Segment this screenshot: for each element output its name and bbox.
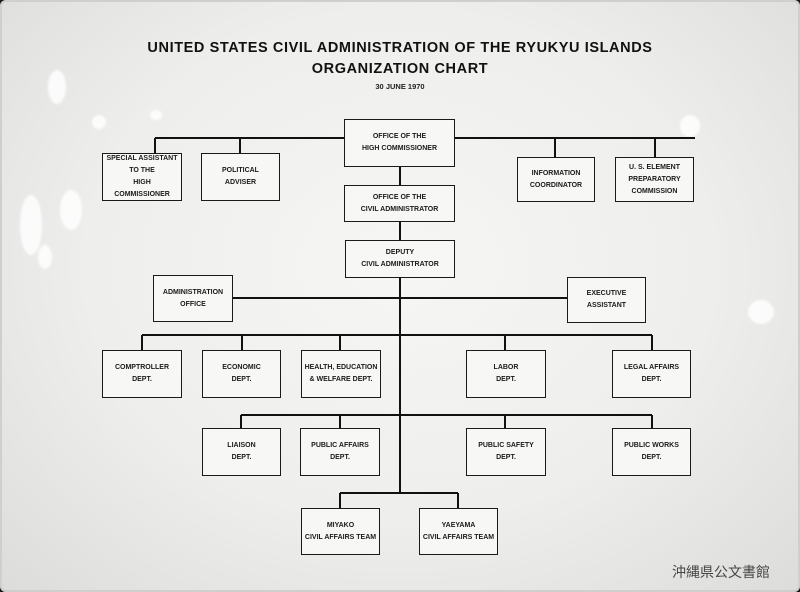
public-works-dept-box: PUBLIC WORKS DEPT. [612, 428, 691, 476]
archive-watermark: 沖縄県公文書館 [672, 565, 770, 581]
executive-assistant-box: EXECUTIVE ASSISTANT [567, 277, 646, 323]
chart-title: UNITED STATES CIVIL ADMINISTRATION OF TH… [0, 38, 800, 80]
comptroller-dept-box: COMPTROLLER DEPT. [102, 350, 182, 398]
glare-spot [38, 245, 52, 269]
administration-office-box: ADMINISTRATION OFFICE [153, 275, 233, 322]
political-adviser-box: POLITICAL ADVISER [201, 153, 280, 201]
office-of-the-high-commissioner-box: OFFICE OF THE HIGH COMMISSIONER [344, 119, 455, 167]
glare-spot [680, 115, 700, 137]
miyako-civil-affairs-team-box: MIYAKO CIVIL AFFAIRS TEAM [301, 508, 380, 555]
legal-affairs-dept-box: LEGAL AFFAIRS DEPT. [612, 350, 691, 398]
information-coordinator-box: INFORMATION COORDINATOR [517, 157, 595, 202]
public-safety-dept-box: PUBLIC SAFETY DEPT. [466, 428, 546, 476]
economic-dept-box: ECONOMIC DEPT. [202, 350, 281, 398]
glare-spot [60, 190, 82, 230]
glare-spot [748, 300, 774, 324]
us-element-preparatory-commission-box: U. S. ELEMENT PREPARATORY COMMISSION [615, 157, 694, 202]
labor-dept-box: LABOR DEPT. [466, 350, 546, 398]
glare-spot [92, 115, 106, 129]
chart-title-line-2: ORGANIZATION CHART [311, 61, 489, 77]
deputy-civil-administrator-box: DEPUTY CIVIL ADMINISTRATOR [345, 240, 455, 278]
office-of-the-civil-administrator-box: OFFICE OF THE CIVIL ADMINISTRATOR [344, 185, 455, 222]
glare-spot [48, 70, 66, 104]
glare-spot [20, 195, 42, 255]
chart-title-line-1: UNITED STATES CIVIL ADMINISTRATION OF TH… [147, 40, 653, 56]
glare-spot [150, 110, 162, 120]
health-education-welfare-dept-box: HEALTH, EDUCATION & WELFARE DEPT. [301, 350, 381, 398]
public-affairs-dept-box: PUBLIC AFFAIRS DEPT. [300, 428, 380, 476]
special-assistant-box: SPECIAL ASSISTANT TO THE HIGH COMMISSION… [102, 153, 182, 201]
chart-date: 30 JUNE 1970 [375, 82, 425, 91]
liaison-dept-box: LIAISON DEPT. [202, 428, 281, 476]
yaeyama-civil-affairs-team-box: YAEYAMA CIVIL AFFAIRS TEAM [419, 508, 498, 555]
